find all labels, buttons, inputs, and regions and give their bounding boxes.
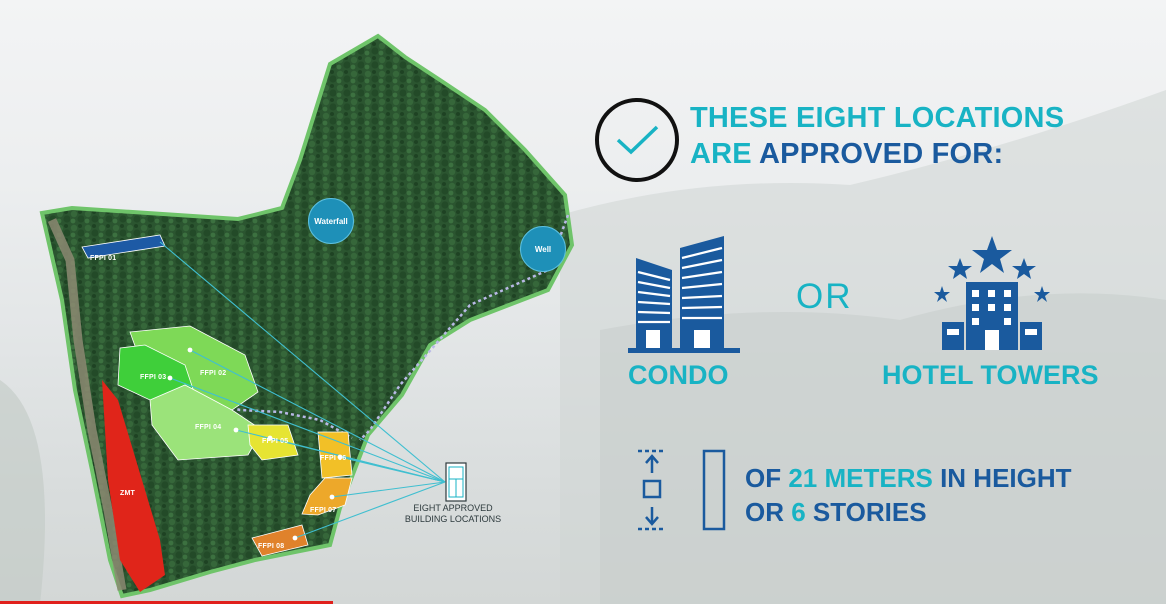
or-label: OR	[796, 277, 853, 316]
waterfall-label: Waterfall	[314, 216, 348, 226]
height-stories-number: 6	[791, 497, 806, 527]
ffpi-08-label: FFPI 08	[258, 543, 285, 550]
zone-ffpi-08	[251, 524, 309, 557]
zmt-label: ZMT	[120, 490, 135, 497]
condo-buildings-icon	[628, 236, 740, 353]
height-measure-icon	[638, 449, 726, 531]
headline-are: ARE	[690, 138, 760, 170]
connector-dots	[167, 347, 343, 541]
height-meters: 21 METERS	[788, 463, 933, 493]
ffpi-05-label: FFPI 05	[262, 438, 289, 445]
ffpi-03-label: FFPI 03	[140, 374, 167, 381]
legend-line-1: EIGHT APPROVED	[413, 503, 493, 513]
height-line-1: OF 21 METERS IN HEIGHT	[745, 461, 1072, 495]
legend-line-2: BUILDING LOCATIONS	[404, 514, 502, 524]
hotel-towers-icon	[934, 236, 1050, 350]
zone-ffpi-07	[301, 477, 353, 516]
ffpi-06-label: FFPI 06	[320, 455, 347, 462]
headline-line-1: THESE EIGHT LOCATIONS	[690, 102, 1065, 134]
headline-approved: APPROVED FOR:	[759, 138, 1004, 170]
building-plan-icon	[445, 462, 467, 502]
height-or: OR	[745, 497, 792, 527]
condo-label: CONDO	[628, 360, 729, 390]
height-of: OF	[745, 463, 789, 493]
zone-ffpi-05	[247, 424, 299, 461]
ffpi-02-label: FFPI 02	[200, 370, 227, 377]
height-statement: OF 21 METERS IN HEIGHT OR 6 STORIES	[745, 461, 1072, 529]
hotel-label: HOTEL TOWERS	[882, 360, 1099, 390]
ffpi-07-label: FFPI 07	[310, 507, 337, 514]
well-label: Well	[534, 244, 552, 254]
video-progress-bar[interactable]	[0, 601, 334, 604]
ffpi-01-label: FFPI 01	[90, 255, 117, 262]
map-legend: EIGHT APPROVED BUILDING LOCATIONS	[390, 503, 516, 525]
check-circle-icon	[595, 98, 679, 182]
height-in-height: IN HEIGHT	[932, 463, 1072, 493]
waterfall-marker: Waterfall	[308, 198, 354, 244]
well-marker: Well	[520, 226, 566, 272]
ffpi-04-label: FFPI 04	[195, 424, 222, 431]
zmt-zone	[102, 380, 165, 592]
road	[47, 218, 127, 591]
height-line-2: OR 6 STORIES	[745, 495, 1072, 529]
height-stories: STORIES	[805, 497, 927, 527]
headline-line-2: ARE APPROVED FOR:	[690, 136, 1064, 172]
headline: THESE EIGHT LOCATIONS ARE APPROVED FOR:	[690, 100, 1064, 172]
